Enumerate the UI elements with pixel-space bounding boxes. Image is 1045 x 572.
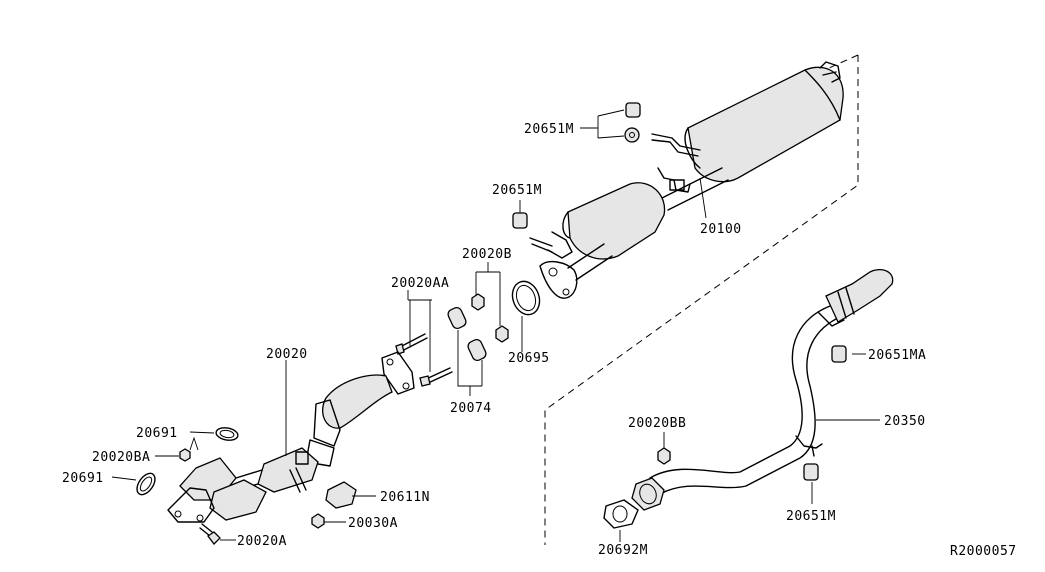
nut-20020B-1 [471,293,485,311]
diagram-reference-code: R2000057 [950,544,1017,559]
main-muffler [684,61,844,183]
label-20020A: 20020A [237,534,287,549]
manifold-flange [167,487,215,523]
rubber-mount-top-1 [625,102,641,118]
label-20020BB: 20020BB [628,416,686,431]
tail-pipe [649,305,843,495]
gasket-20692M [603,499,639,529]
label-20651M-top: 20651M [524,122,574,137]
tail-pipe-inlet-flange [631,477,665,511]
right-catalyst [209,479,267,521]
nut-20020BB [657,447,671,465]
label-20100: 20100 [700,222,742,237]
front-catalyst-pipe [305,374,393,467]
tail-pipe-tip [817,269,894,327]
rubber-mount-mid [512,212,528,229]
pre-catalyst [257,447,319,493]
label-20350: 20350 [884,414,926,429]
label-20651M-mid: 20651M [492,183,542,198]
center-resonator [529,182,666,260]
stud-bolt-20020AA-2 [419,367,453,387]
label-20020BA: 20020BA [92,450,150,465]
label-20020: 20020 [266,347,308,362]
resonator-inlet-pipe [539,243,613,299]
bolt-20030A [311,513,325,529]
heat-shield-20611N [325,481,357,509]
nut-20020B-2 [495,325,509,343]
gasket-20691-top [215,427,239,441]
label-20691-left: 20691 [62,471,104,486]
label-20692M: 20692M [598,543,648,558]
gasket-ring-20695 [511,280,541,316]
label-20695: 20695 [508,351,550,366]
nut-20020BA [179,448,191,462]
label-20020B: 20020B [462,247,512,262]
rear-mid-pipe [657,167,729,211]
label-20651MA: 20651MA [868,348,926,363]
label-20030A: 20030A [348,516,398,531]
muffler-hanger-rod [651,133,701,157]
rubber-mount-bottom [803,463,819,481]
tail-pipe-hanger [795,435,823,457]
bolt-20020A [199,523,221,545]
label-20020AA: 20020AA [391,276,449,291]
label-20691-top: 20691 [136,426,178,441]
label-20074: 20074 [450,401,492,416]
label-20651M-bottom: 20651M [786,509,836,524]
stud-bolt-20020AA-1 [395,333,428,355]
gasket-20691-left [136,472,156,496]
front-pipe-flange [381,351,415,395]
rubber-mount-20651MA [831,345,847,363]
rear-section-boundary [544,54,859,545]
rubber-mount-top-2 [624,127,640,143]
bushing-20074-2 [467,338,487,362]
label-20611N: 20611N [380,490,430,505]
leader-lines [111,109,880,542]
bushing-20074-1 [447,306,467,330]
